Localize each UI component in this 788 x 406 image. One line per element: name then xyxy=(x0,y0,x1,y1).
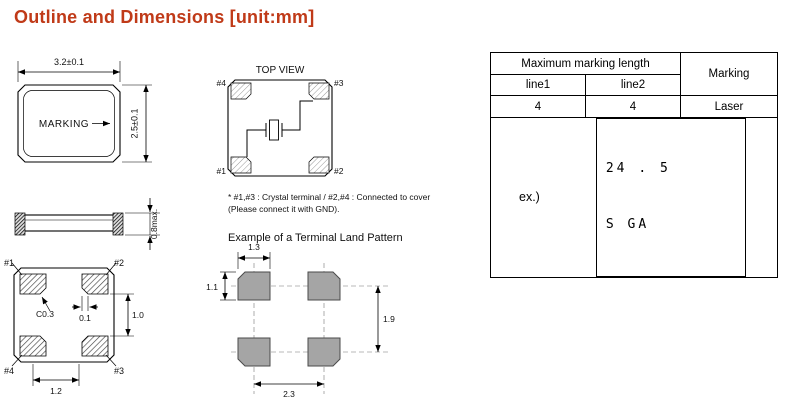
line2-header: line2 xyxy=(585,74,681,96)
bottom-pad-1 xyxy=(19,273,47,295)
top-view-pad-2 xyxy=(308,156,330,174)
land-pad-tl xyxy=(237,271,271,301)
pad-4-label: #4 xyxy=(4,366,14,376)
marking-table-header: Maximum marking length xyxy=(490,52,681,75)
top-view-pad-1 xyxy=(230,156,252,174)
terminal-note-line2: (Please connect it with GND). xyxy=(228,204,339,214)
vertical-dim-label: 1.0 xyxy=(132,310,144,320)
chamfer-dim-label: C0.3 xyxy=(36,309,54,319)
marking-col-header: Marking xyxy=(680,52,778,96)
package-lid-outline xyxy=(23,90,115,157)
corner-label-1: #1 xyxy=(217,166,227,176)
marking-table: Maximum marking length Marking line1 lin… xyxy=(490,52,778,278)
package-bottom-view: #1 #2 #3 #4 C0.3 0.1 1.0 1.2 xyxy=(4,258,144,396)
crystal-symbol xyxy=(269,119,279,141)
internal-top-view: TOP VIEW #4 #3 #1 #2 * #1,#3 : Crystal t… xyxy=(217,65,431,214)
package-top-view: 3.2±0.1 MARKING 2.5±0.1 xyxy=(17,57,152,163)
vertical-pitch-dim-label: 1.9 xyxy=(383,314,395,324)
side-terminal-left xyxy=(14,212,26,236)
marking-example-line1: 24 . 5 xyxy=(605,160,671,176)
top-view-pad-3 xyxy=(308,82,330,100)
package-side-view: 0.8max. xyxy=(14,198,160,250)
land-pad-bl xyxy=(237,337,271,367)
bottom-pad-2 xyxy=(81,273,109,295)
page-title: Outline and Dimensions [unit:mm] xyxy=(14,7,315,27)
side-body xyxy=(19,214,119,232)
corner-label-2: #2 xyxy=(334,166,344,176)
height-dim-label: 2.5±0.1 xyxy=(130,109,140,139)
marking-example-line2: S GA xyxy=(605,217,650,233)
land-pad-br xyxy=(307,337,341,367)
line1-value: 4 xyxy=(490,95,586,118)
thickness-dim-label: 0.8max. xyxy=(149,209,159,239)
corner-label-3: #3 xyxy=(334,78,344,88)
corner-label-4: #4 xyxy=(217,78,227,88)
pad-2-label: #2 xyxy=(114,258,124,268)
pad-1-label: #1 xyxy=(4,258,14,268)
line1-header: line1 xyxy=(490,74,586,96)
package-body-outline xyxy=(17,84,121,163)
horizontal-pitch-dim-label: 2.3 xyxy=(283,389,295,399)
top-view-outline xyxy=(227,79,333,177)
land-pattern-title: Example of a Terminal Land Pattern xyxy=(228,232,403,244)
example-label: ex.) xyxy=(519,190,540,205)
marking-method: Laser xyxy=(680,95,778,118)
land-pattern: Example of a Terminal Land Pattern 1.3 1… xyxy=(206,232,403,399)
crystal-circuit xyxy=(246,100,313,157)
marking-example-box: 24 . 5 S GA xyxy=(595,118,746,277)
pad-width-dim-label: 1.3 xyxy=(248,242,260,252)
line2-value: 4 xyxy=(585,95,681,118)
land-pad-tr xyxy=(307,271,341,301)
pad-height-dim-label: 1.1 xyxy=(206,282,218,292)
offset-dim-label: 0.1 xyxy=(79,313,91,323)
pad-3-label: #3 xyxy=(114,366,124,376)
top-view-label: TOP VIEW xyxy=(256,65,305,76)
width-dim-label: 3.2±0.1 xyxy=(54,57,84,67)
horizontal-dim-label: 1.2 xyxy=(50,386,62,396)
bottom-pad-3 xyxy=(81,335,109,357)
side-terminal-right xyxy=(112,212,124,236)
marking-text: MARKING xyxy=(39,119,89,130)
marking-example-cell: ex.) 24 . 5 S GA xyxy=(490,117,778,278)
top-view-pad-4 xyxy=(230,82,252,100)
bottom-pad-4 xyxy=(19,335,47,357)
terminal-note-line1: * #1,#3 : Crystal terminal / #2,#4 : Con… xyxy=(228,192,430,202)
